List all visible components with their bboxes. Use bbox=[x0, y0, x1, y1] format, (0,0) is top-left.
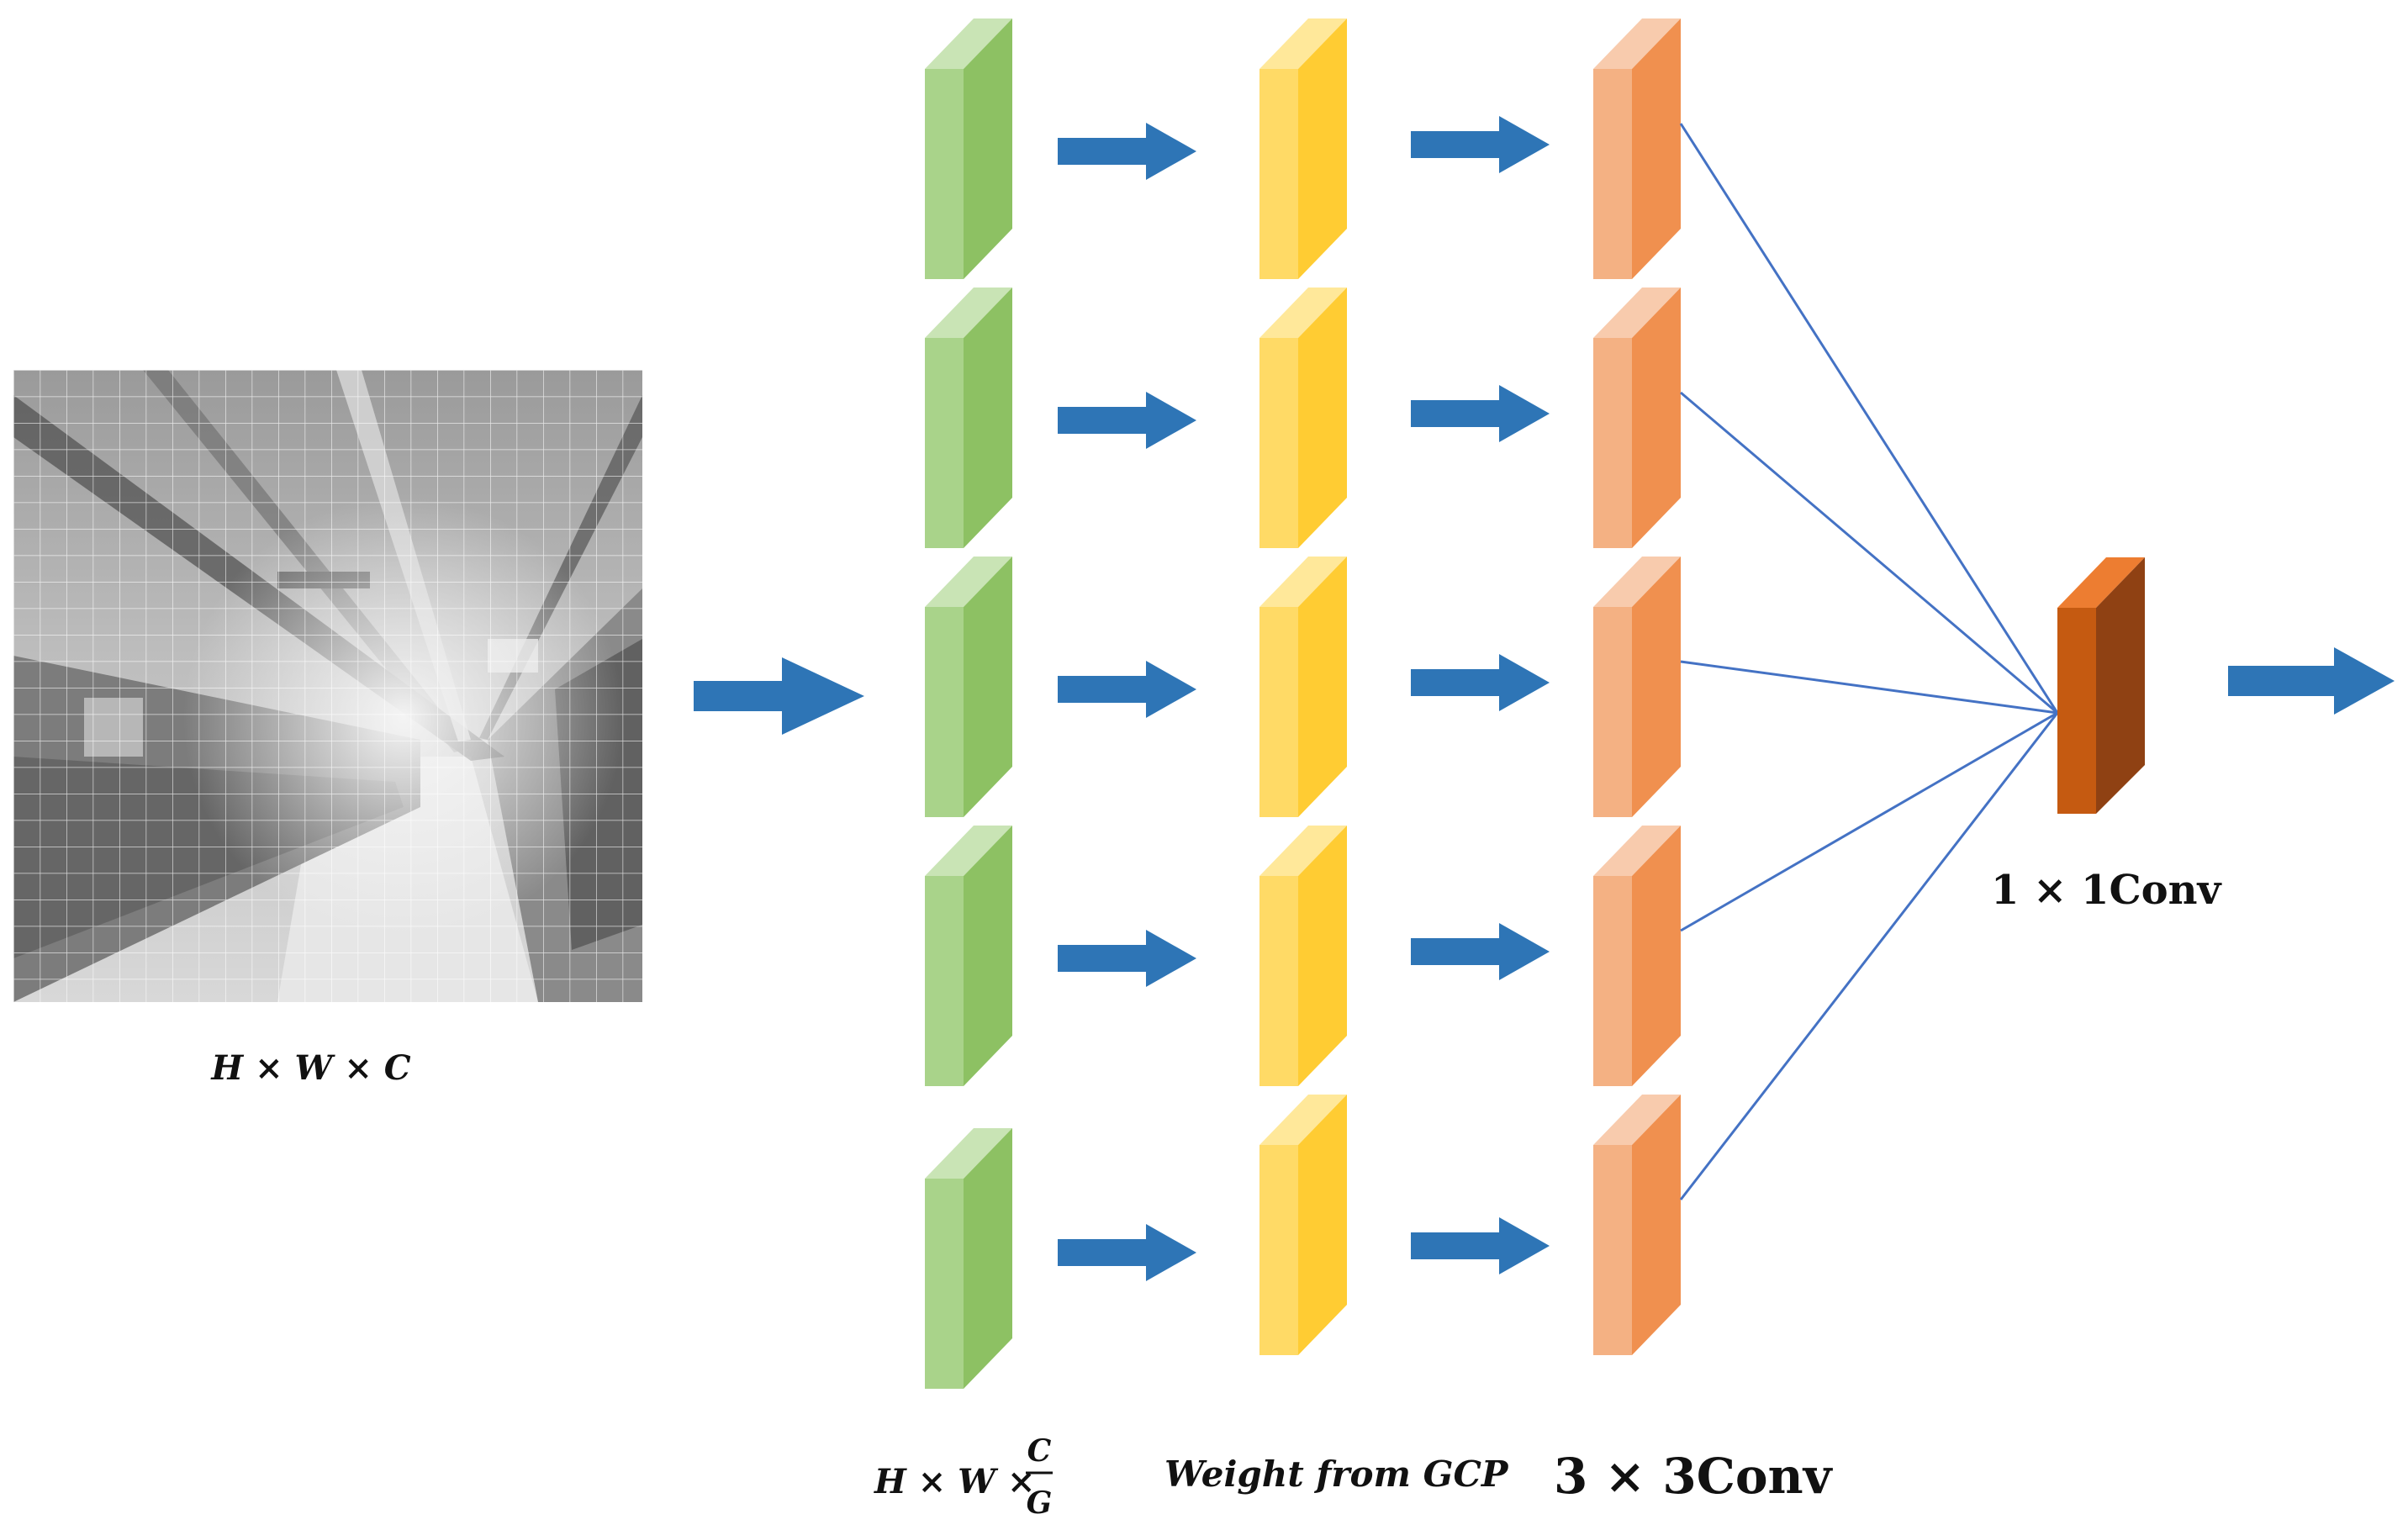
group-dims-label: H × W × C G bbox=[874, 1433, 1053, 1521]
weight-slab-face bbox=[1259, 1145, 1298, 1355]
conv3x3-slab-face bbox=[1593, 607, 1632, 817]
conv3x3-slab-face bbox=[1593, 1145, 1632, 1355]
branches bbox=[925, 18, 1681, 1389]
branch-arrow-1 bbox=[1058, 930, 1196, 987]
conv1x1-block bbox=[2057, 557, 2145, 814]
conv3x3-slab-face bbox=[1593, 876, 1632, 1086]
weight-slab-face bbox=[1259, 69, 1298, 279]
output-arrow bbox=[2228, 647, 2395, 715]
input-dims-label: H × W × C bbox=[210, 1048, 410, 1088]
branch-arrow-1 bbox=[1058, 392, 1196, 449]
branch-arrow-2 bbox=[1411, 116, 1550, 173]
branch-arrow-2 bbox=[1411, 1217, 1550, 1274]
group-feature-slab bbox=[925, 288, 1012, 548]
conv3x3-slab-face bbox=[1593, 69, 1632, 279]
branch-arrow-2 bbox=[1411, 654, 1550, 711]
branch-arrow-1 bbox=[1058, 123, 1196, 180]
connector-line bbox=[1680, 391, 2058, 715]
branch-arrow-1 bbox=[1058, 661, 1196, 718]
branch-arrow-2 bbox=[1411, 385, 1550, 442]
connector-line bbox=[1679, 712, 2059, 1200]
group-dims-prefix: H × W × bbox=[874, 1462, 1036, 1501]
weight-from-gcp-label: Weight from GCP bbox=[1164, 1454, 1509, 1495]
group-dims-numerator: C bbox=[1027, 1433, 1052, 1469]
weight-slab-face bbox=[1259, 607, 1298, 817]
conv3x3-slab-face bbox=[1593, 338, 1632, 548]
group-feature-slab bbox=[925, 557, 1012, 817]
weight-slab-face bbox=[1259, 876, 1298, 1086]
conv1x1-label: 1 × 1Conv bbox=[1991, 867, 2223, 914]
connector-lines bbox=[1679, 123, 2059, 1200]
connector-line bbox=[1680, 660, 2058, 715]
connector-line bbox=[1680, 711, 2058, 932]
group-feature-slab bbox=[925, 1128, 1012, 1389]
group-dims-denominator: G bbox=[1027, 1485, 1053, 1521]
branch-arrow-2 bbox=[1411, 923, 1550, 980]
input-feature-image bbox=[13, 370, 642, 1002]
conv3x3-label: 3 × 3Conv bbox=[1554, 1448, 1834, 1505]
weight-slab-face bbox=[1259, 338, 1298, 548]
branch-arrow-1 bbox=[1058, 1224, 1196, 1281]
group-feature-slab bbox=[925, 826, 1012, 1086]
connector-line bbox=[1679, 123, 2059, 714]
group-feature-slab bbox=[925, 18, 1012, 279]
input-arrow bbox=[694, 657, 864, 735]
